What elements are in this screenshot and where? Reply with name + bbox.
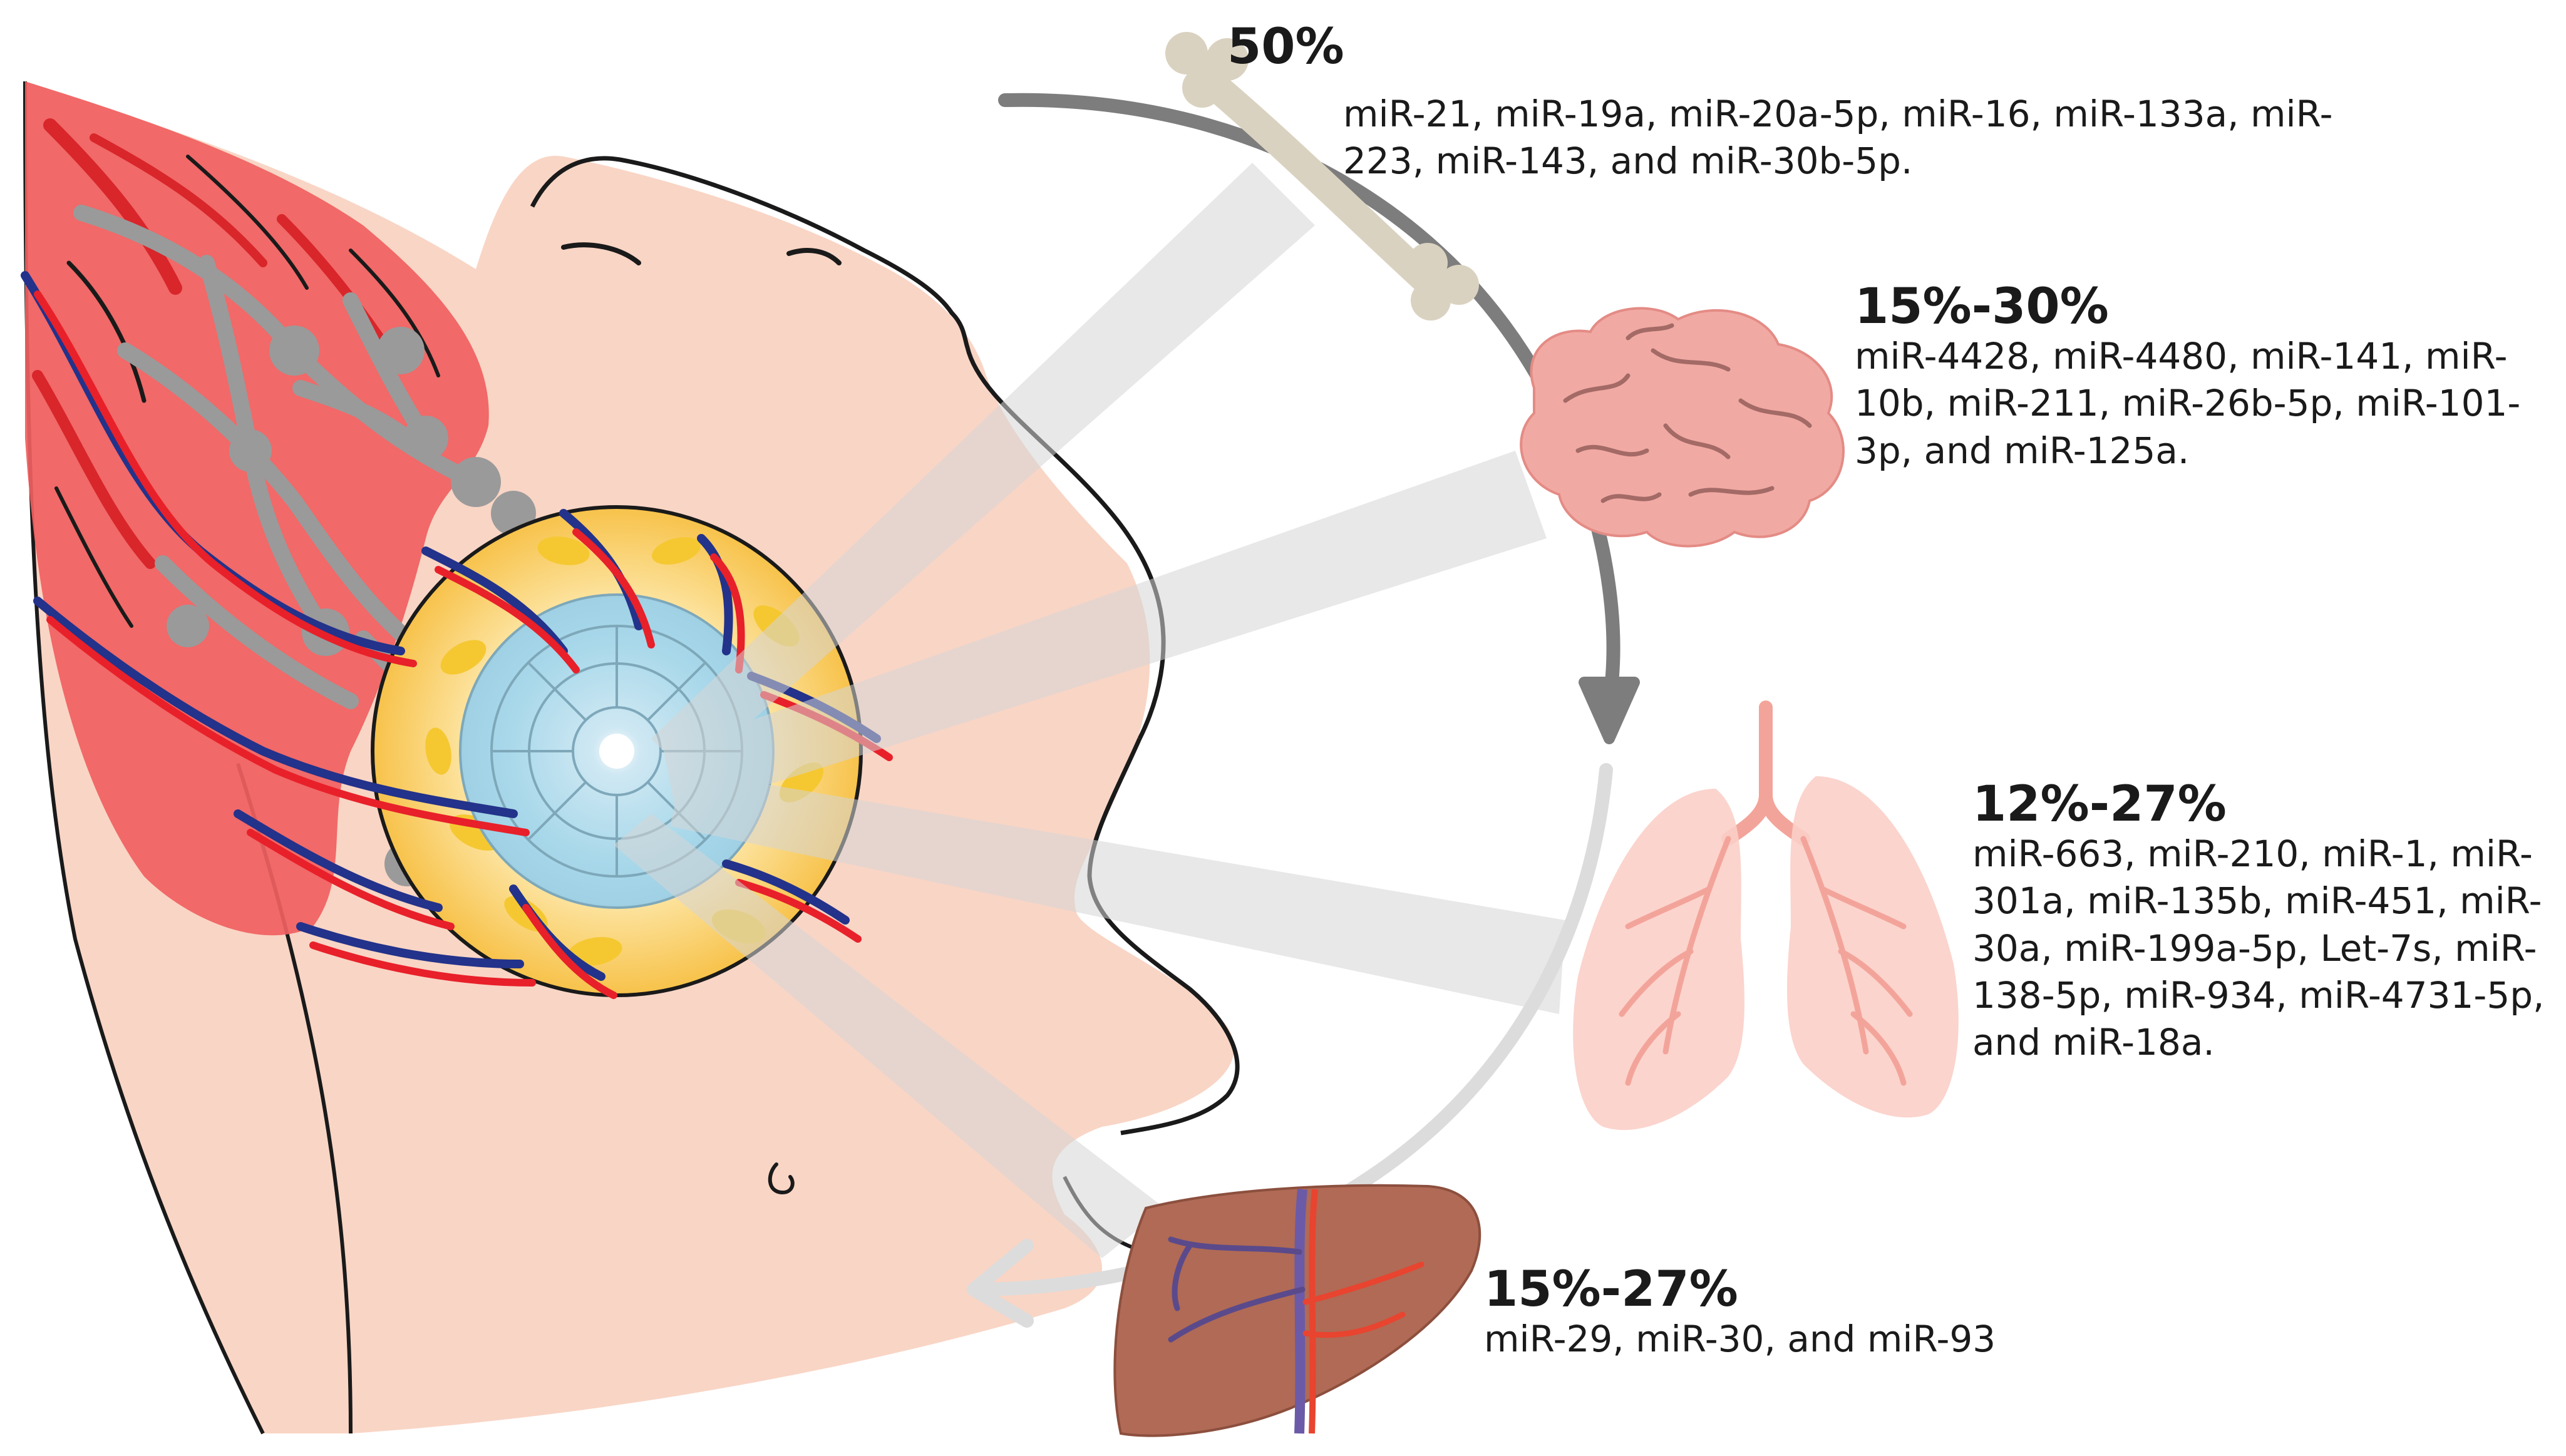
brain-mirna-list: miR-4428, miR-4480, miR-141, miR-10b, mi… — [1855, 334, 2521, 472]
brain-metastasis-label: 15%-30% miR-4428, miR-4480, miR-141, miR… — [1855, 279, 2543, 474]
brain-percentage: 15%-30% — [1855, 279, 2109, 335]
beam-to-bone — [651, 163, 1315, 776]
liver-metastasis-label: 15%-27% miR-29, miR-30, and miR-93 — [1484, 1264, 2298, 1363]
liver-mirna-list: miR-29, miR-30, and miR-93 — [1484, 1317, 1996, 1360]
bone-icon — [1165, 32, 1479, 320]
cycle-arrow-dark — [998, 93, 1620, 708]
collarbone-line-2 — [786, 248, 842, 265]
spread-beams — [614, 163, 1565, 1258]
blood-vessels — [21, 271, 893, 999]
collarbone-line — [561, 242, 641, 265]
liver-percentage: 15%-27% — [1484, 1261, 1738, 1318]
navel-icon — [768, 1162, 795, 1195]
bone-percentage: 50% — [1227, 19, 1344, 75]
liver-icon — [1113, 1184, 1481, 1437]
lung-mirna-list: miR-663, miR-210, miR-1, miR-301a, miR-1… — [1972, 832, 2545, 1064]
chest-outline — [1087, 737, 1240, 1136]
brain-icon — [1520, 307, 1845, 548]
left-lung — [1573, 789, 1744, 1130]
bone-metastasis-label: 50% miR-21, miR-19a, miR-20a-5p, miR-16,… — [1227, 19, 2354, 185]
right-lung — [1787, 776, 1959, 1118]
beam-to-lung — [670, 770, 1565, 1014]
cycle-arrowhead-left-icon — [967, 1239, 1034, 1328]
beam-to-brain — [664, 451, 1547, 814]
lungs-icon — [1573, 700, 1959, 1130]
cycle-arrowhead-down-icon — [1579, 677, 1640, 744]
lung-metastasis-label: 12%-27% miR-663, miR-210, miR-1, miR-301… — [1972, 779, 2564, 1067]
lung-percentage: 12%-27% — [1972, 776, 2227, 833]
bone-mirna-list: miR-21, miR-19a, miR-20a-5p, miR-16, miR… — [1343, 92, 2333, 183]
beam-to-liver — [614, 814, 1165, 1258]
